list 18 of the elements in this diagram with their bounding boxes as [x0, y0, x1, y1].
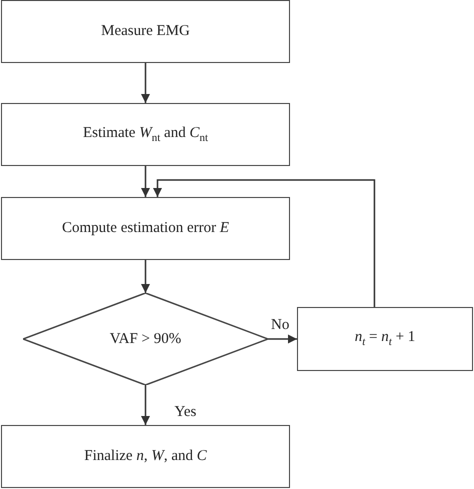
arrow	[141, 63, 150, 103]
node-label: Compute estimation error E	[62, 220, 230, 237]
arrow	[141, 260, 150, 293]
node-label: Measure EMG	[101, 23, 190, 40]
process-box	[1, 0, 290, 63]
arrow	[153, 179, 376, 307]
process-box	[1, 197, 290, 260]
arrow	[141, 166, 150, 197]
node-label: Estimate W$_{nt}$ and C$_{nt}$	[82, 124, 208, 144]
process-box	[1, 103, 290, 166]
decision-diamond	[23, 293, 268, 385]
process-box	[1, 425, 290, 488]
process-box	[297, 307, 473, 371]
arrow	[141, 385, 150, 425]
arrow	[268, 334, 297, 344]
node-label: n$_{t}$ = n$_{t}$ + 1	[354, 329, 416, 349]
node-label: Finalize n, W, and C	[84, 448, 207, 465]
node-label: VAF > 90%	[110, 330, 182, 348]
